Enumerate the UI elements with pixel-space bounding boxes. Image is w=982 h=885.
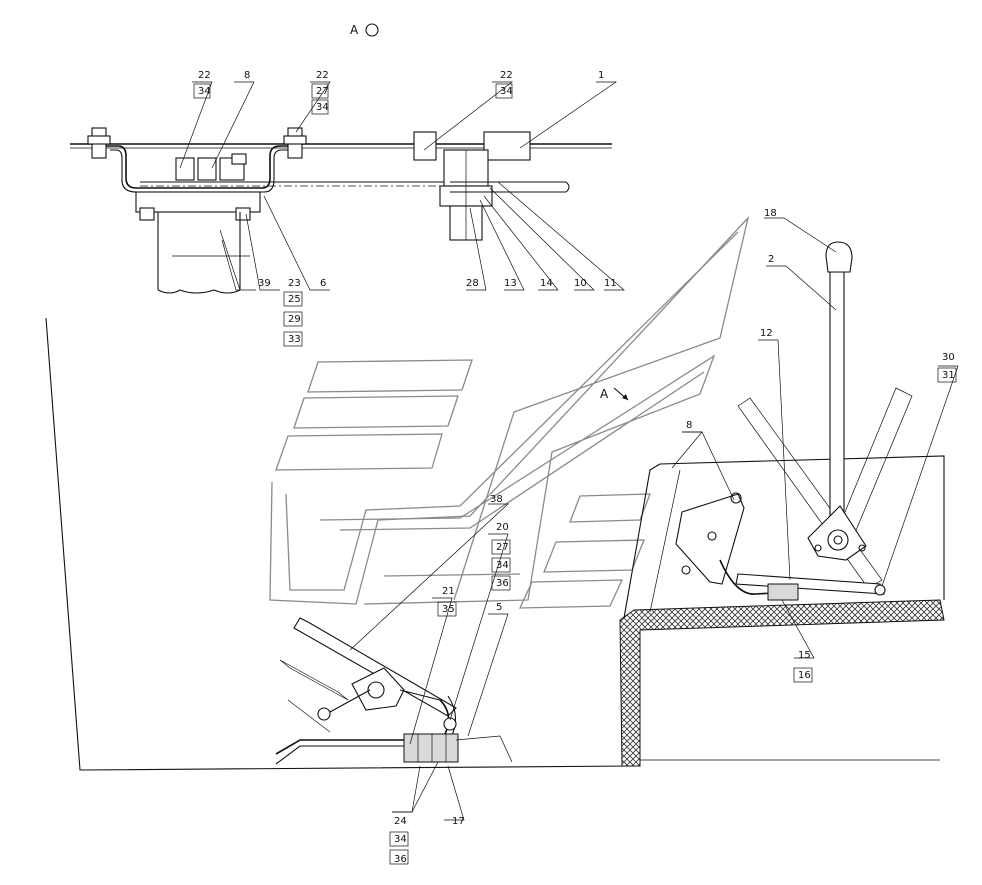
arrow-label: A <box>600 387 609 401</box>
callout-8: 8 <box>686 420 692 431</box>
gear-lever-assembly <box>675 241 913 601</box>
callout-10: 10 <box>574 278 587 289</box>
leader-lines <box>179 81 959 821</box>
callout-27: 27 <box>496 542 509 553</box>
cab-body <box>45 317 945 771</box>
callout-33: 33 <box>288 334 301 345</box>
detail-view-a: A <box>70 23 612 294</box>
callout-34: 34 <box>198 86 211 97</box>
callout-8: 8 <box>244 70 250 81</box>
callout-34: 34 <box>500 86 513 97</box>
callout-30: 30 <box>942 352 955 363</box>
callout-12: 12 <box>760 328 773 339</box>
callout-5: 5 <box>496 602 502 613</box>
callout-34: 34 <box>316 102 329 113</box>
callout-23: 23 <box>288 278 301 289</box>
callout-2: 2 <box>768 254 774 265</box>
callout-34: 34 <box>496 560 509 571</box>
callout-14: 14 <box>540 278 553 289</box>
callout-36: 36 <box>496 578 509 589</box>
callout-36: 36 <box>394 854 407 865</box>
callout-22: 22 <box>316 70 329 81</box>
section-arrow-a: A <box>600 387 629 401</box>
callout-24: 24 <box>394 816 407 827</box>
callout-28: 28 <box>466 278 479 289</box>
callout-6: 6 <box>320 278 326 289</box>
watermark-logo <box>269 215 750 609</box>
callouts: 22 34 8 22 27 34 22 34 1 39 23 25 29 33 … <box>193 70 957 865</box>
callout-15: 15 <box>798 650 811 661</box>
callout-17: 17 <box>452 816 465 827</box>
callout-18: 18 <box>764 208 777 219</box>
callout-35: 35 <box>442 604 455 615</box>
view-circle-symbol <box>365 23 379 37</box>
callout-31: 31 <box>942 370 955 381</box>
callout-39: 39 <box>258 278 271 289</box>
callout-21: 21 <box>442 586 455 597</box>
callout-20: 20 <box>496 522 509 533</box>
callout-11: 11 <box>604 278 617 289</box>
view-label: A <box>350 23 359 37</box>
callout-38: 38 <box>490 494 503 505</box>
callout-22: 22 <box>198 70 211 81</box>
callout-27: 27 <box>316 86 329 97</box>
callout-13: 13 <box>504 278 517 289</box>
pedal-assembly <box>275 617 513 765</box>
callout-22: 22 <box>500 70 513 81</box>
callout-1: 1 <box>598 70 604 81</box>
callout-25: 25 <box>288 294 301 305</box>
callout-34: 34 <box>394 834 407 845</box>
callout-16: 16 <box>798 670 811 681</box>
callout-29: 29 <box>288 314 301 325</box>
